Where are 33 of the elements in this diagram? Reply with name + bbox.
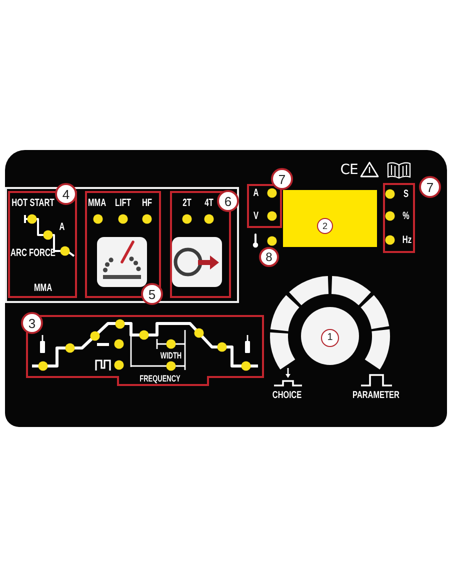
control-label: HOT START [12, 198, 54, 208]
callout-number: 7 [419, 176, 441, 198]
button-label: PARAMETER [352, 391, 400, 401]
control-label: LIFT [115, 198, 131, 208]
pulse-settings-frame [26, 315, 264, 386]
settings-group-frame [85, 191, 161, 298]
settings-group-frame [8, 191, 77, 298]
unit-label: Hz [402, 234, 412, 246]
callout-number: 4 [55, 183, 77, 205]
control-label: WIDTH [160, 352, 182, 360]
control-label: A [59, 222, 65, 232]
control-label: 2T [182, 198, 192, 208]
button-label: CHOICE [272, 391, 302, 401]
indicator-group-frame [247, 184, 282, 228]
callout-number: 3 [21, 312, 43, 334]
control-label: HF [142, 198, 152, 208]
settings-group-frame [170, 191, 231, 298]
section-frame [5, 187, 239, 303]
unit-label: V [253, 210, 259, 222]
callout-number: 7 [271, 168, 293, 190]
control-label: MMA [34, 282, 52, 294]
control-label: ARC FORCE [10, 248, 56, 258]
control-label: FREQUENCY [140, 374, 180, 383]
unit-label: % [402, 210, 410, 222]
control-label: MMA [88, 198, 106, 208]
indicator-group-frame [383, 183, 415, 253]
callout-number: 6 [217, 190, 239, 212]
callout-number: 5 [141, 283, 163, 305]
unit-label: A [253, 188, 259, 198]
unit-label: S [403, 188, 409, 200]
control-label: 4T [204, 198, 214, 208]
callout-number: 8 [259, 247, 279, 267]
ce-mark: CE [340, 163, 358, 177]
